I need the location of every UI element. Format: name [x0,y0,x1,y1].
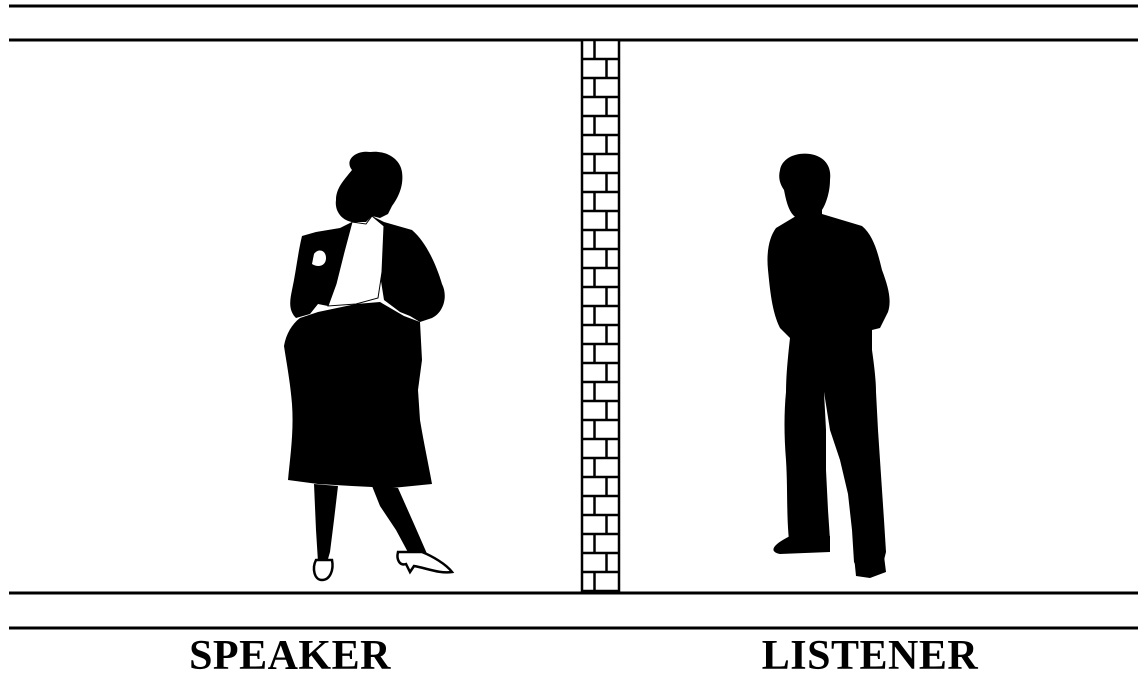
listener-silhouette [767,154,889,578]
speaker-silhouette [284,152,452,580]
brick-wall [582,40,619,593]
listener-label: LISTENER [750,633,990,679]
speaker-label: SPEAKER [170,633,410,679]
